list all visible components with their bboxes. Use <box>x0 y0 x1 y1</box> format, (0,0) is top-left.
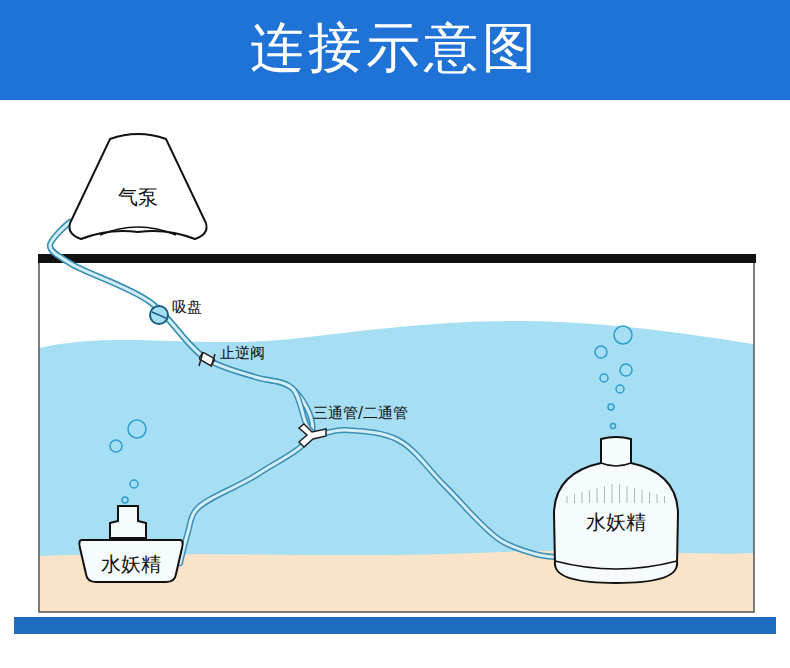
sponge-texture <box>567 484 665 503</box>
title-band <box>0 0 790 100</box>
outline-path <box>69 134 206 239</box>
tank-rim <box>38 254 756 263</box>
suction-cup <box>150 306 168 324</box>
part-label: 吸盘 <box>172 298 202 317</box>
page-title: 连接示意图 <box>0 12 790 85</box>
outline-detail <box>100 227 176 235</box>
outline-path <box>554 437 678 583</box>
outline-detail <box>555 463 677 569</box>
air-tube <box>50 222 554 557</box>
node-label: 水妖精 <box>101 551 161 578</box>
outline-path <box>79 540 182 582</box>
part-label: 三通管/二通管 <box>313 404 408 423</box>
filter-nozzle <box>110 506 146 538</box>
node-label: 水妖精 <box>586 509 646 536</box>
water <box>39 321 754 612</box>
check-valve <box>199 352 215 367</box>
tube-outer <box>50 222 554 557</box>
sponge-filter-small: 水妖精 <box>78 538 184 584</box>
part-label: 止逆阀 <box>220 344 265 363</box>
bottom-band <box>14 617 776 634</box>
tube-inner <box>50 222 554 557</box>
bubbles <box>110 326 632 503</box>
sponge-filter-large: 水妖精 <box>553 437 679 587</box>
tee-connector <box>299 424 326 447</box>
air-pump: 气泵 <box>62 133 214 247</box>
node-label: 气泵 <box>118 184 158 211</box>
